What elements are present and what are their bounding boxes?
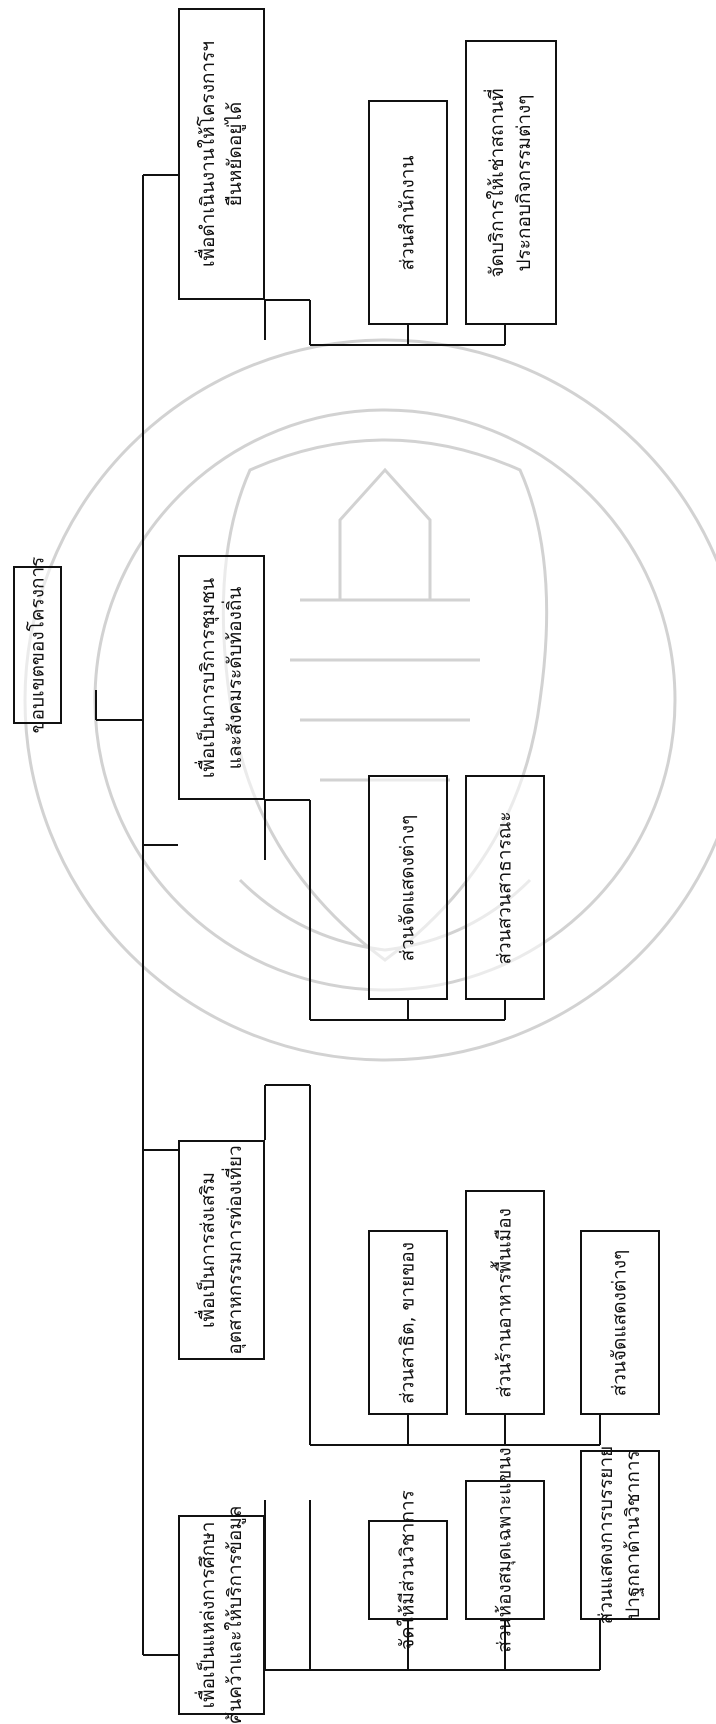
objective-3-node: เพื่อเป็นการบริการชุมชน และสังคมระดับท้อ… — [178, 555, 265, 800]
objective-1-child-1-label: จัดให้มีส่วนวิชาการ — [396, 1490, 419, 1650]
objective-1-line-1: เพื่อเป็นแหล่งการศึกษา — [196, 1521, 219, 1709]
objective-3-child-1-label: ส่วนจัดแสดงต่างๆ — [396, 814, 419, 961]
objective-3-child-2-label: ส่วนสวนสาธารณะ — [493, 810, 516, 965]
objective-2-child-1: ส่วนสาธิต, ขายของ — [368, 1230, 448, 1415]
objective-4-node: เพื่อดำเนินงานให้โครงการฯ ยืนหยัดอยู่ได้ — [178, 8, 265, 300]
objective-4-line-1: เพื่อดำเนินงานให้โครงการฯ — [196, 40, 219, 268]
objective-3-child-2: ส่วนสวนสาธารณะ — [465, 775, 545, 1000]
objective-4-child-2-line-1: จัดบริการให้เช่าสถานที่ — [486, 87, 508, 278]
objective-1-child-3-line-1: ส่วนแสดงการบรรยาย — [595, 1445, 617, 1625]
objective-2-line-2: อุตสาหกรรมการท่องเที่ยว — [223, 1145, 246, 1355]
objective-4-child-1-label: ส่วนสำนักงาน — [396, 155, 419, 270]
objective-2-line-1: เพื่อเป็นการส่งเสริม — [196, 1171, 219, 1329]
objective-4-child-2-line-2: ประกอบกิจกรรมต่างๆ — [513, 93, 535, 272]
objective-2-child-3: ส่วนจัดแสดงต่างๆ — [580, 1230, 660, 1415]
objective-3-line-2: และสังคมระดับท้องถิ่น — [223, 586, 246, 769]
objective-2-child-1-label: ส่วนสาธิต, ขายของ — [396, 1241, 419, 1404]
objective-2-node: เพื่อเป็นการส่งเสริม อุตสาหกรรมการท่องเท… — [178, 1140, 265, 1360]
objective-1-node: เพื่อเป็นแหล่งการศึกษา ค้นคว้าและให้บริก… — [178, 1506, 265, 1724]
objective-3-line-1: เพื่อเป็นการบริการชุมชน — [196, 577, 219, 778]
objective-1-child-3-line-2: ปาฐกถาด้านวิชาการ — [622, 1450, 644, 1620]
root-node: ขอบเขตของโครงการ — [13, 557, 62, 733]
objective-1-child-2: ส่วนห้องสมุดเฉพาะแขนง — [465, 1447, 545, 1653]
objective-4-line-2: ยืนหยัดอยู่ได้ — [223, 101, 246, 207]
objective-3-child-1: ส่วนจัดแสดงต่างๆ — [368, 775, 448, 1000]
root-label: ขอบเขตของโครงการ — [26, 556, 48, 734]
objective-2-child-2-label: ส่วนร้านอาหารพื้นเมือง — [493, 1207, 516, 1398]
objective-1-child-1: จัดให้มีส่วนวิชาการ — [368, 1490, 448, 1650]
objective-1-child-2-label: ส่วนห้องสมุดเฉพาะแขนง — [493, 1447, 516, 1653]
objective-2-child-2: ส่วนร้านอาหารพื้นเมือง — [465, 1190, 545, 1415]
objective-1-line-2: ค้นคว้าและให้บริการข้อมูล — [223, 1505, 246, 1724]
objective-1-child-3: ส่วนแสดงการบรรยาย ปาฐกถาด้านวิชาการ — [580, 1446, 660, 1624]
objective-2-child-3-label: ส่วนจัดแสดงต่างๆ — [608, 1249, 631, 1396]
objective-4-child-1: ส่วนสำนักงาน — [368, 100, 448, 325]
objective-4-child-2: จัดบริการให้เช่าสถานที่ ประกอบกิจกรรมต่า… — [465, 40, 557, 325]
